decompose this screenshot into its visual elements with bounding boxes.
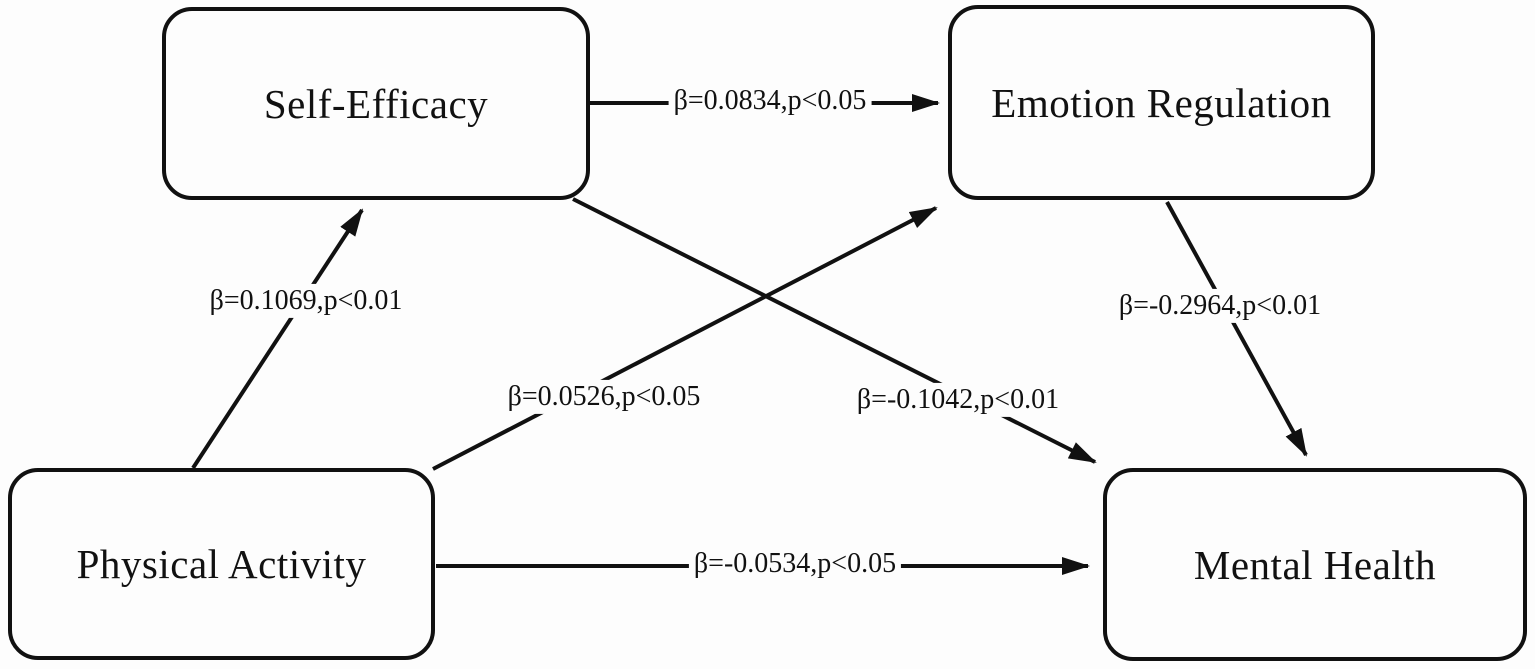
- node-emotion-regulation-label: Emotion Regulation: [991, 79, 1332, 126]
- edge-label-se-to-mh: β=-0.1042,p<0.01: [851, 382, 1065, 418]
- edge-label-pa-to-mh: β=-0.0534,p<0.05: [688, 546, 902, 582]
- edge-label-se-to-er: β=0.0834,p<0.05: [668, 83, 872, 119]
- arrow-physical-activity-to-emotion-regulation: [432, 206, 938, 471]
- node-mental-health-label: Mental Health: [1193, 541, 1437, 588]
- node-self-efficacy-label: Self-Efficacy: [263, 80, 489, 127]
- node-physical-activity-label: Physical Activity: [76, 541, 367, 587]
- edge-label-pa-to-se: β=0.1069,p<0.01: [204, 283, 408, 319]
- node-mental-health: Mental Health: [1103, 468, 1527, 661]
- arrow-physical-activity-to-self-efficacy: [191, 208, 364, 470]
- node-self-efficacy: Self-Efficacy: [162, 7, 590, 200]
- edge-label-er-to-mh: β=-0.2964,p<0.01: [1113, 288, 1327, 324]
- edge-label-pa-to-er: β=0.0526,p<0.05: [502, 379, 706, 415]
- node-physical-activity: Physical Activity: [8, 468, 435, 660]
- arrow-self-efficacy-to-mental-health: [572, 197, 1097, 464]
- arrow-emotion-regulation-to-mental-health: [1165, 201, 1308, 457]
- node-emotion-regulation: Emotion Regulation: [948, 5, 1375, 200]
